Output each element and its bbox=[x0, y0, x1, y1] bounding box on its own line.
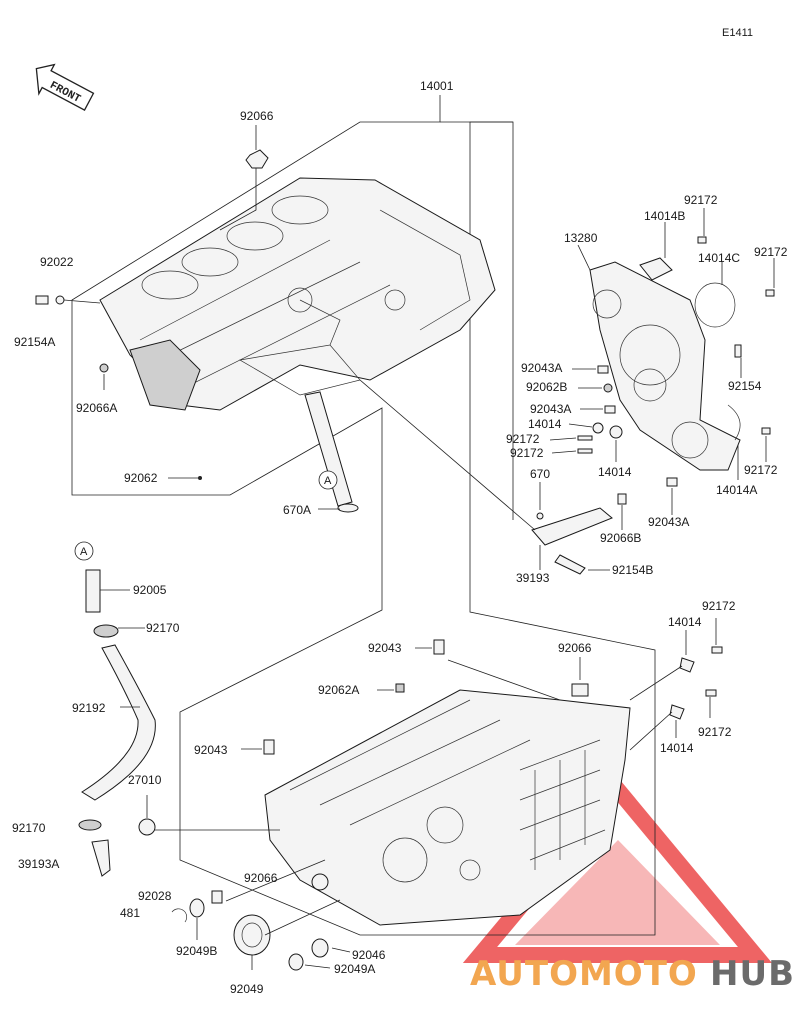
label-39193: 39193 bbox=[516, 571, 550, 585]
label-92172-right-bottom: 92172 bbox=[698, 725, 732, 739]
label-92154: 92154 bbox=[728, 379, 762, 393]
label-92172-a: 92172 bbox=[684, 193, 718, 207]
callout-a-upper: A bbox=[324, 475, 332, 487]
label-92172-e: 92172 bbox=[744, 463, 778, 477]
label-670: 670 bbox=[530, 467, 550, 481]
right-fasteners bbox=[577, 236, 775, 487]
label-92066-top: 92066 bbox=[240, 109, 274, 123]
label-27010: 27010 bbox=[128, 773, 162, 787]
front-arrow-icon: FRONT bbox=[35, 63, 95, 111]
watermark-brand-left: AUTOMOTO bbox=[470, 954, 698, 994]
label-14014-right-bottom: 14014 bbox=[660, 741, 694, 755]
label-14014-2: 14014 bbox=[598, 465, 632, 479]
label-92049a: 92049A bbox=[334, 962, 375, 976]
crankcase-cover bbox=[589, 257, 741, 471]
breather-hose: A bbox=[74, 541, 156, 877]
callout-a-circle bbox=[318, 470, 338, 490]
label-92192: 92192 bbox=[72, 701, 106, 715]
label-14014a: 14014A bbox=[716, 483, 757, 497]
label-92022: 92022 bbox=[40, 255, 74, 269]
label-14014c: 14014C bbox=[698, 251, 740, 265]
label-92043a-3: 92043A bbox=[648, 515, 689, 529]
label-14014b: 14014B bbox=[644, 209, 685, 223]
label-92049b: 92049B bbox=[176, 944, 217, 958]
leader-lines bbox=[63, 125, 775, 970]
label-92046: 92046 bbox=[352, 948, 386, 962]
label-92043-top: 92043 bbox=[368, 641, 402, 655]
part-labels: 14001 92066 92022 92154A 92066A 92062 67… bbox=[12, 79, 788, 996]
oil-pipe: A bbox=[304, 391, 359, 513]
callout-a-lower: A bbox=[80, 546, 88, 558]
label-39193a: 39193A bbox=[18, 857, 59, 871]
diagram-code: E1411 bbox=[722, 27, 753, 39]
label-92028: 92028 bbox=[138, 889, 172, 903]
label-92170-top: 92170 bbox=[146, 621, 180, 635]
label-92066a: 92066A bbox=[76, 401, 117, 415]
label-92154b: 92154B bbox=[612, 563, 653, 577]
label-14014-1: 14014 bbox=[528, 417, 562, 431]
label-92172-c: 92172 bbox=[506, 432, 540, 446]
label-92172-d: 92172 bbox=[510, 446, 544, 460]
watermark-brand-right: HUB bbox=[710, 954, 795, 994]
sensor-assembly bbox=[531, 493, 627, 575]
upper-left-fasteners bbox=[35, 149, 269, 480]
label-14014-right-top: 14014 bbox=[668, 615, 702, 629]
label-92043-left: 92043 bbox=[194, 743, 228, 757]
assembly-outlines bbox=[71, 95, 656, 936]
label-92043a-1: 92043A bbox=[521, 361, 562, 375]
label-92062b: 92062B bbox=[526, 380, 567, 394]
label-92062: 92062 bbox=[124, 471, 158, 485]
label-92172-right-top: 92172 bbox=[702, 599, 736, 613]
label-92066-bottom: 92066 bbox=[244, 871, 278, 885]
label-92170-bottom: 92170 bbox=[12, 821, 46, 835]
label-92154a: 92154A bbox=[14, 335, 55, 349]
label-92172-b: 92172 bbox=[754, 245, 788, 259]
lower-crankcase bbox=[264, 689, 631, 926]
label-92066-mid: 92066 bbox=[558, 641, 592, 655]
label-92005: 92005 bbox=[133, 583, 167, 597]
label-92043a-2: 92043A bbox=[530, 402, 571, 416]
upper-crankcase bbox=[99, 177, 496, 411]
label-92066b: 92066B bbox=[600, 531, 641, 545]
label-481: 481 bbox=[120, 906, 140, 920]
lower-fasteners bbox=[138, 639, 723, 971]
callout-a-lower-circle bbox=[74, 541, 94, 561]
label-92062a: 92062A bbox=[318, 683, 359, 697]
label-670a: 670A bbox=[283, 503, 311, 517]
label-14001: 14001 bbox=[420, 79, 454, 93]
label-92049: 92049 bbox=[230, 982, 264, 996]
label-13280: 13280 bbox=[564, 231, 598, 245]
